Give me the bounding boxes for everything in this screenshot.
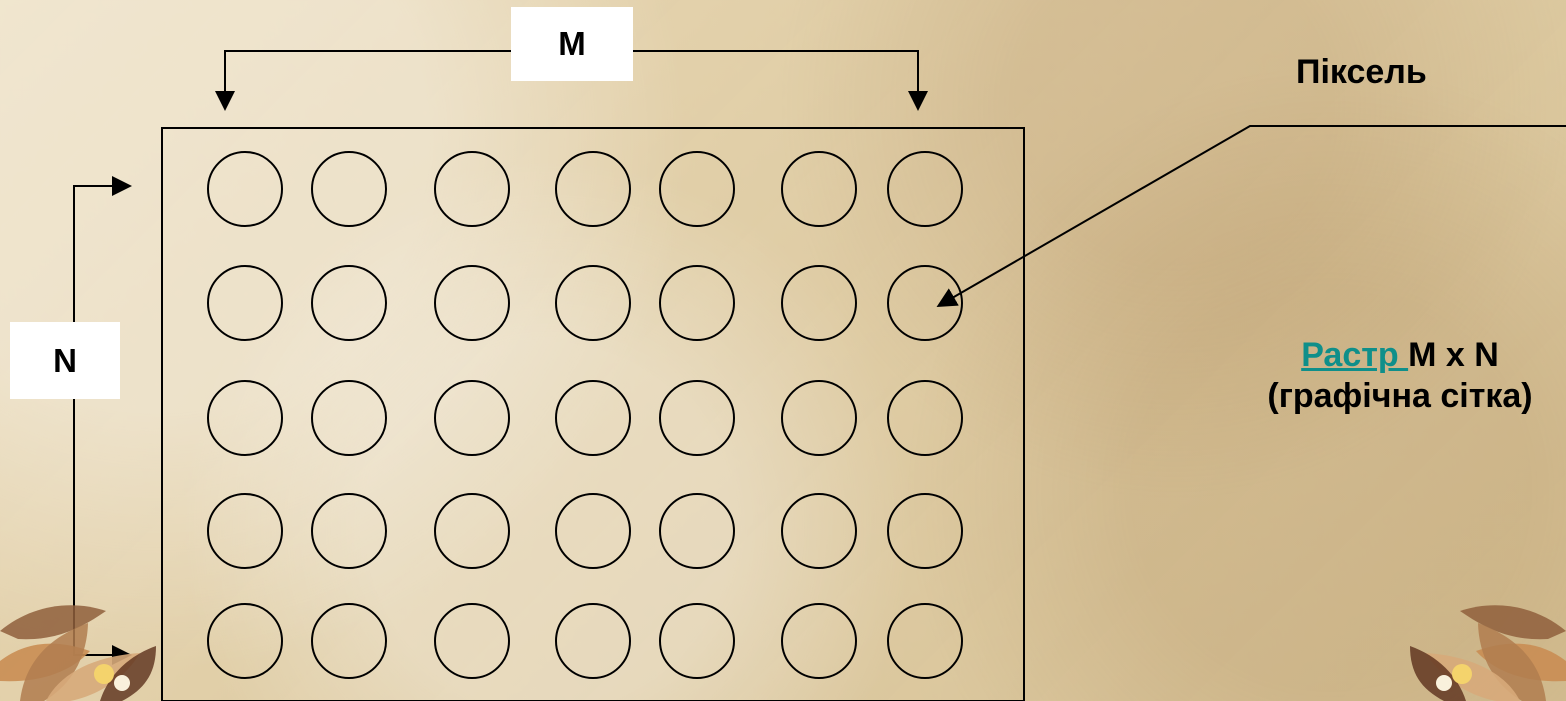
pixel-circle — [435, 266, 509, 340]
pixel-circle — [556, 152, 630, 226]
pixel-circle — [556, 266, 630, 340]
pixel-circle — [782, 266, 856, 340]
pixel-circle — [208, 381, 282, 455]
pixel-circle — [435, 381, 509, 455]
pixel-circle — [888, 604, 962, 678]
pixel-circle — [782, 152, 856, 226]
pixel-circle — [556, 494, 630, 568]
n-dimension-arrow — [74, 186, 128, 655]
raster-caption-line-1: Растр M x N — [1220, 335, 1566, 376]
pixel-circle — [660, 494, 734, 568]
pixel-label: Піксель — [1296, 53, 1427, 92]
pixel-circle — [435, 152, 509, 226]
raster-caption: Растр M x N (графічна сітка) — [1220, 335, 1566, 418]
pixel-circle — [312, 381, 386, 455]
pixel-circle — [208, 604, 282, 678]
pixel-circle — [208, 266, 282, 340]
pixel-circle — [435, 604, 509, 678]
pixel-circle — [782, 381, 856, 455]
pixel-circle — [888, 381, 962, 455]
raster-link[interactable]: Растр — [1301, 336, 1408, 374]
pixel-circle — [435, 494, 509, 568]
pixel-circle — [888, 494, 962, 568]
pixel-circle — [888, 266, 962, 340]
pixel-circle — [208, 152, 282, 226]
pixel-circle — [556, 604, 630, 678]
pixel-circle — [660, 266, 734, 340]
pixel-circle — [660, 381, 734, 455]
n-dimension-label: N — [10, 322, 120, 399]
raster-dimensions-text: M x N — [1408, 336, 1499, 374]
pixel-circle — [312, 604, 386, 678]
pixel-circle — [782, 604, 856, 678]
pixel-circle — [208, 494, 282, 568]
pixel-circle — [312, 494, 386, 568]
m-dimension-label: M — [511, 7, 633, 81]
pixel-circle — [312, 152, 386, 226]
raster-caption-line-2: (графічна сітка) — [1220, 376, 1566, 417]
pixel-grid — [208, 152, 962, 678]
pixel-circle — [660, 604, 734, 678]
pixel-pointer-arrow — [940, 126, 1566, 305]
pixel-circle — [660, 152, 734, 226]
pixel-circle — [782, 494, 856, 568]
pixel-circle — [312, 266, 386, 340]
pixel-circle — [888, 152, 962, 226]
pixel-circle — [556, 381, 630, 455]
raster-frame — [162, 128, 1024, 701]
